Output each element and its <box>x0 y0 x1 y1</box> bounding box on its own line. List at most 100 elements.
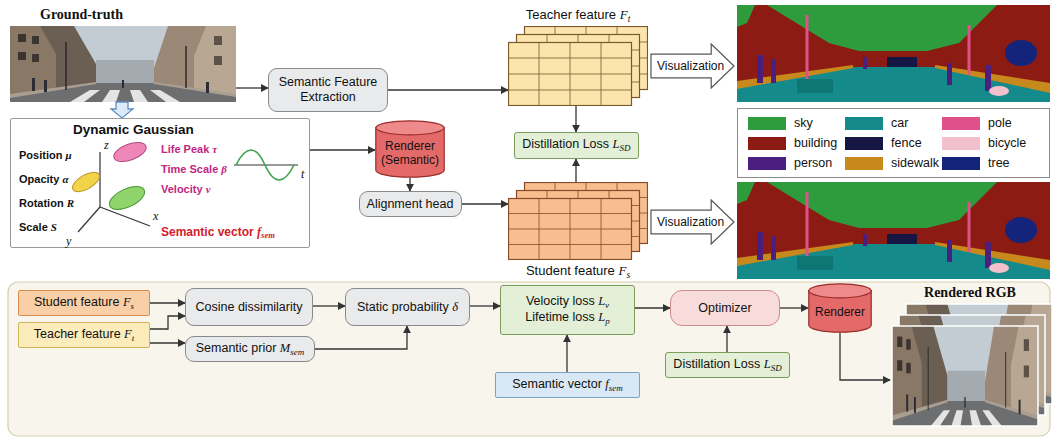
attribute-label: Semantic vector fsem <box>161 225 275 240</box>
legend-label: sidewalk <box>891 156 939 170</box>
arrow-connector <box>470 305 500 306</box>
attribute-label: Position μ <box>19 149 72 161</box>
legend-item: sky <box>748 116 845 130</box>
node-label: Distillation Loss LSD <box>673 357 781 373</box>
text-run: L <box>598 310 605 324</box>
text-run: Dynamic Gaussian <box>73 122 194 137</box>
arrow-connector <box>575 159 576 182</box>
text-run: α <box>62 173 68 185</box>
text-run: R <box>67 197 74 209</box>
block-arrow-connector <box>111 102 133 118</box>
text-run: M <box>280 341 290 355</box>
student-segmentation <box>737 182 1050 279</box>
arrow-connector <box>315 326 407 349</box>
text-run: Semantic prior <box>196 341 280 355</box>
text-run: t <box>628 14 631 24</box>
node-label: Optimizer <box>698 301 751 316</box>
arrow-connector <box>840 333 890 380</box>
process-box: Alignment head <box>359 191 462 217</box>
process-box: Cosine dissimilarity <box>185 288 313 326</box>
legend-item: car <box>845 116 942 130</box>
block-arrow-shape <box>651 44 734 88</box>
legend-item: bicycle <box>942 136 1039 150</box>
arrow-connector <box>310 149 375 150</box>
renderer-cylinder: Renderer (Semantic) <box>375 120 445 178</box>
text-run: L <box>764 357 771 371</box>
legend-item: fence <box>845 136 942 150</box>
text-run: sem <box>609 382 623 392</box>
text-run: Distillation Loss <box>522 137 612 151</box>
heading: Ground-truth <box>10 6 236 24</box>
frame-border <box>892 326 1038 426</box>
text-run: Semantic Feature Extraction <box>279 75 378 104</box>
grid-line <box>509 74 632 75</box>
arrow-connector <box>409 178 410 191</box>
image-panel: Ground-truth <box>10 6 236 102</box>
text-run: f <box>605 377 608 391</box>
text-run: Velocity <box>161 183 206 195</box>
arrow-connector <box>150 316 185 329</box>
text-run: Life Peak <box>161 143 212 155</box>
legend-box: skycarpole building fence bicycle person side… <box>737 108 1050 178</box>
text-run: Semantic vector <box>161 225 257 239</box>
panel-title: Dynamic Gaussian <box>73 122 194 137</box>
arrow-connector <box>575 106 576 132</box>
text-run: sem <box>290 346 304 356</box>
node-label: Semantic prior Msem <box>196 341 304 357</box>
process-box: Semantic prior Msem <box>185 336 315 362</box>
text-run: Ground-truth <box>40 7 123 22</box>
visualization-arrow: Visualization <box>650 199 735 245</box>
text-run: Opacity <box>19 173 62 185</box>
loss-box: Distillation Loss LSD <box>514 132 639 159</box>
grid-line <box>509 90 632 91</box>
node-label: Renderer <box>815 306 865 320</box>
text-run: Visualization <box>657 215 724 229</box>
node-label: Visualization <box>657 59 724 73</box>
grid-line <box>509 229 632 230</box>
rendered-frame <box>892 326 1038 426</box>
arrow-connector <box>635 307 670 308</box>
legend-label: fence <box>891 136 922 150</box>
legend-swatch <box>942 117 980 130</box>
text-run: F <box>618 263 626 278</box>
gaussian-ellipsoid <box>70 168 103 195</box>
renderer-cylinder: Renderer <box>808 283 872 333</box>
node-label: Renderer (Semantic) <box>381 140 439 168</box>
text-run: μ <box>65 149 71 161</box>
text-run: Alignment head <box>367 197 454 211</box>
text-run: Position <box>19 149 65 161</box>
text-run: Scale <box>19 221 51 233</box>
text-run: Lifetime loss <box>525 310 598 324</box>
arrow-connector <box>780 307 808 308</box>
text-run: s <box>626 270 630 280</box>
y-axis <box>78 207 100 232</box>
text-run: Time Scale <box>161 163 221 175</box>
axis-label: y <box>66 235 71 247</box>
legend-item: pole <box>942 116 1039 130</box>
arrow-connector <box>150 342 185 343</box>
axis-label: z <box>104 139 109 151</box>
heading: Teacher feature Ft <box>508 6 648 24</box>
arrow-connector <box>236 87 268 88</box>
legend-swatch <box>845 157 883 170</box>
arrow-connector <box>150 302 185 303</box>
node-label: Lifetime loss Lp <box>525 310 609 326</box>
image-panel: Rendered RGB <box>890 284 1050 432</box>
grid-line <box>601 43 602 106</box>
arrow-connector <box>726 326 727 352</box>
text-run: Renderer (Semantic) <box>381 139 439 167</box>
text-run: Velocity loss <box>526 294 598 308</box>
node-label: Static probability δ <box>357 300 458 315</box>
rendered-photo <box>892 326 1038 426</box>
text-run: Teacher feature <box>526 7 620 22</box>
text-run: β <box>221 163 227 175</box>
input-box: Student feature Fs <box>18 290 150 316</box>
legend-item: building <box>748 136 845 150</box>
node-label: Visualization <box>657 215 724 229</box>
legend-item: person <box>748 156 845 170</box>
loss-box: Distillation Loss LSD <box>665 352 790 378</box>
text-run: F <box>620 7 628 22</box>
arrow-connector <box>313 305 345 306</box>
feature-grid-stack <box>508 182 648 260</box>
